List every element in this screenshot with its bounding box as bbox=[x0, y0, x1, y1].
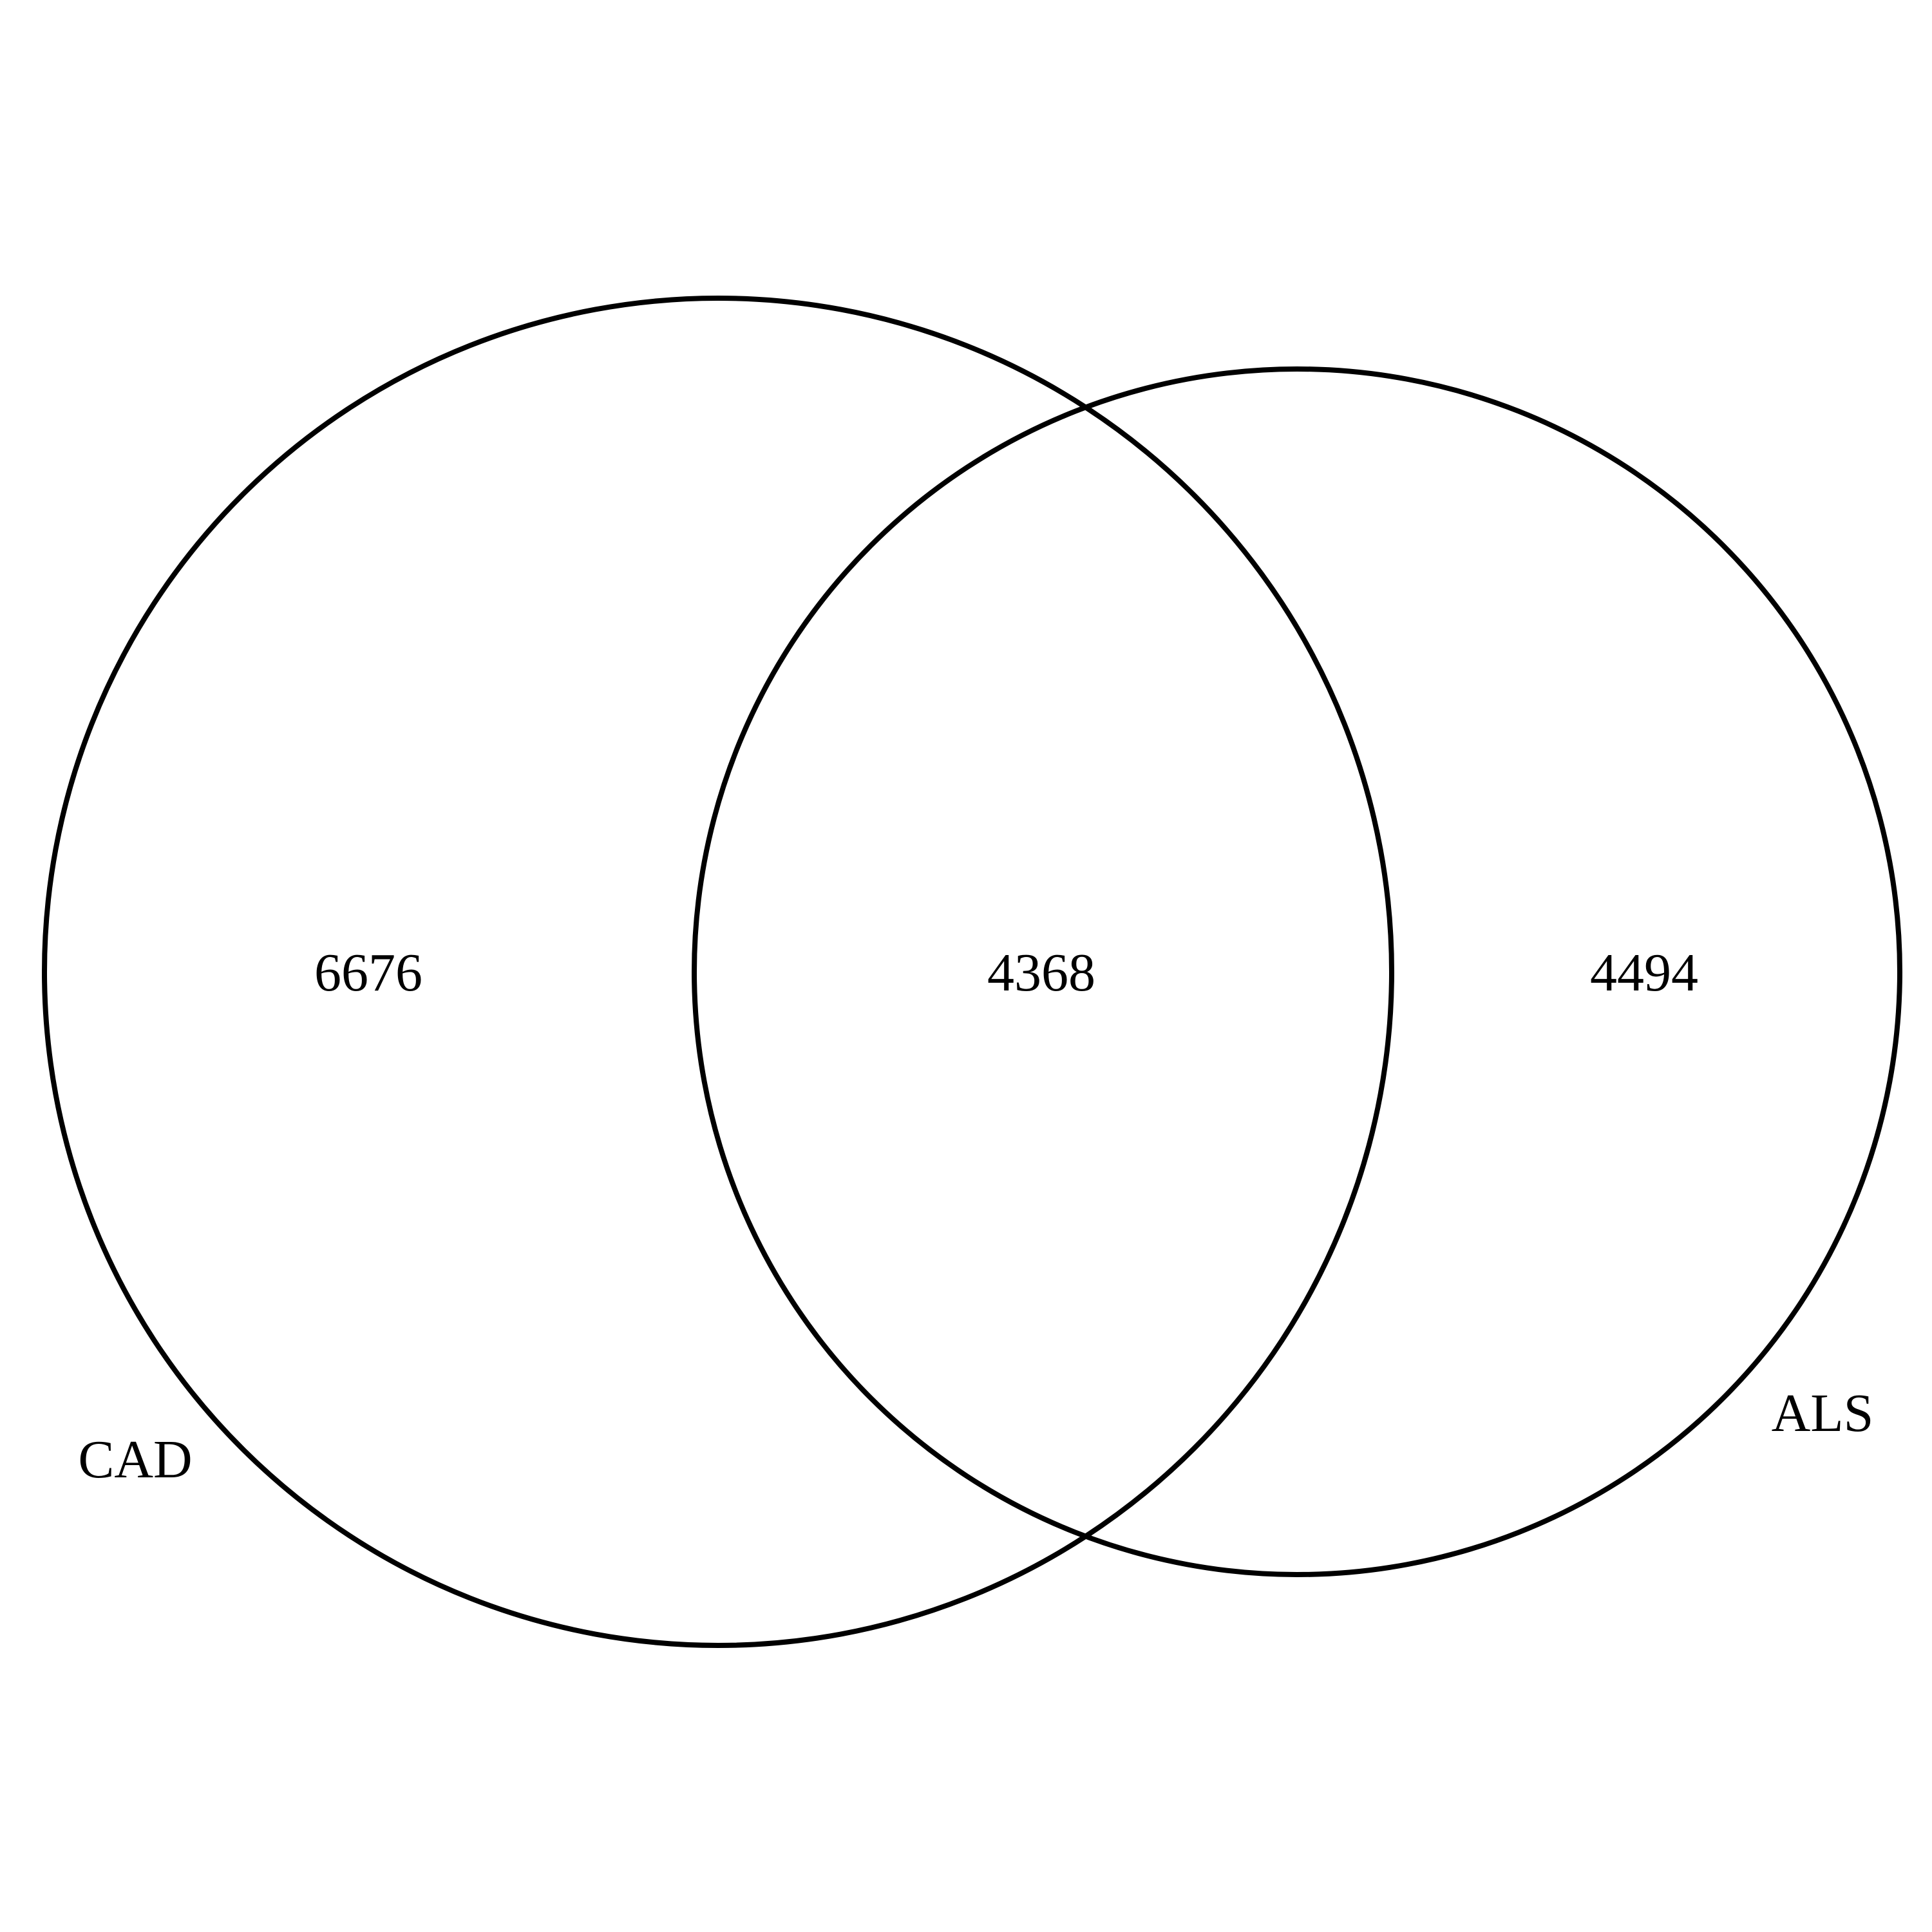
cad-only-count: 6676 bbox=[314, 943, 422, 1003]
als-set-label: ALS bbox=[1772, 1383, 1874, 1443]
als-set-circle bbox=[692, 366, 1902, 1577]
cad-set-label: CAD bbox=[78, 1430, 192, 1490]
cad-set-circle bbox=[42, 296, 1394, 1648]
intersection-count: 4368 bbox=[987, 943, 1095, 1003]
als-only-count: 4494 bbox=[1590, 943, 1698, 1003]
